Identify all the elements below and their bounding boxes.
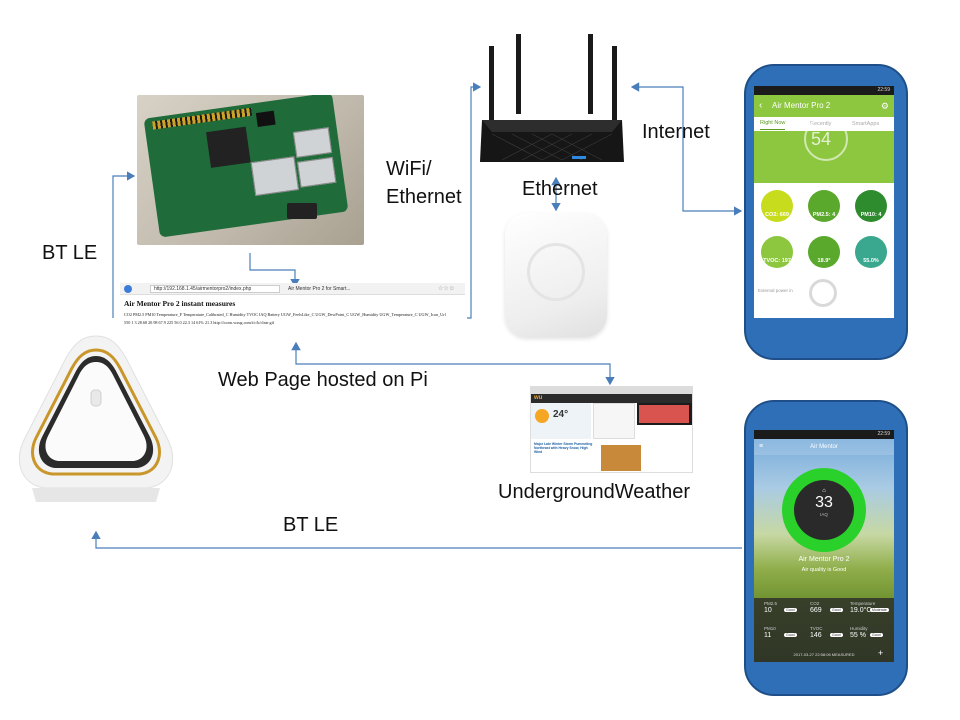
stat-tvoc-badge: Good xyxy=(830,633,843,637)
device-name: Air Mentor Pro 2 xyxy=(798,556,850,563)
url-bar: http://192.168.1.45/airmentorpro2/index.… xyxy=(150,285,280,293)
phone-1-screen: 22:59 ‹ Air Mentor Pro 2 ⚙ Right Now Rec… xyxy=(754,86,894,318)
webpage-title: Air Mentor Pro 2 instant measures xyxy=(124,299,236,308)
arrow-pi-to-webpage xyxy=(249,253,300,288)
wx-temp: 24° xyxy=(553,409,569,420)
tile-pm10[interactable]: PM10: 4 xyxy=(848,184,894,230)
bt-dongle xyxy=(287,203,317,219)
hub-ring xyxy=(527,243,585,301)
stat-pm25-badge: Good xyxy=(784,608,797,612)
label-bt-le-top: BT LE xyxy=(42,242,98,264)
webpage-header-row: CO2 PM2.5 PM10 Temperature_F Temperature… xyxy=(124,312,446,317)
label-bt-le-bottom: BT LE xyxy=(283,514,339,536)
wx-logo: wu xyxy=(534,395,543,401)
stat-tvoc-value: 146 xyxy=(810,632,822,639)
wx-headline: Major Late Winter Storm Pummeling Northe… xyxy=(534,442,593,454)
raspberry-pi-photo xyxy=(137,95,364,245)
phone-2-app-title: Air Mentor xyxy=(810,444,838,450)
air-quality-status: Air quality is Good xyxy=(801,567,847,573)
stat-pm10-badge: Good xyxy=(784,633,797,637)
wx-map xyxy=(601,445,641,471)
phone-2-stats-panel: PM2.5 10 Good CO2 669 Good Temperature 1… xyxy=(754,598,894,662)
label-wifi-ethernet: WiFi/ Ethernet xyxy=(386,158,462,208)
phone-2-appbar: ≡ Air Mentor xyxy=(754,439,894,455)
phone-2-screen: 22:59 ≡ Air Mentor ⌂ 33 IAQ Air Mentor P… xyxy=(754,430,894,662)
label-internet: Internet xyxy=(642,121,710,143)
arrow-phone-to-sensor xyxy=(91,530,742,549)
webpage-value-row: 550 1 3 28.68 20.98 67.9 225 56 0 22.3 1… xyxy=(124,320,275,325)
phone-1-appbar: ‹ Air Mentor Pro 2 ⚙ xyxy=(754,95,894,117)
phone-1-hero-value: 54 xyxy=(811,129,832,149)
arrow-webpage-weather xyxy=(291,341,615,386)
stat-humidity-value: 55 % xyxy=(850,632,866,639)
sun-icon xyxy=(535,409,549,423)
tile-co2[interactable]: CO2: 669 xyxy=(754,184,800,230)
tile-humidity[interactable]: 55.0% xyxy=(848,230,894,276)
gear-icon[interactable]: ⚙ xyxy=(880,101,889,111)
weather-site-screenshot: wu 24° Major Late Winter Storm Pummeling… xyxy=(530,386,693,473)
back-arrow-icon[interactable]: ‹ xyxy=(759,100,763,111)
browser-tab: Air Mentor Pro 2 for Smart... xyxy=(288,286,351,292)
phone-1-app-title: Air Mentor Pro 2 xyxy=(772,101,831,110)
iaq-ring-inner: ⌂ 33 IAQ xyxy=(794,480,854,540)
stat-temp-value: 19.0°C xyxy=(850,607,872,614)
router-image xyxy=(480,34,624,162)
measured-timestamp: 2017-03-27 22:58:06 MEASURED xyxy=(793,652,855,657)
back-icon xyxy=(124,285,132,293)
stat-temp-badge: Moderate xyxy=(870,608,889,612)
external-power-label: External power in xyxy=(758,288,793,293)
browser-toolbar: http://192.168.1.45/airmentorpro2/index.… xyxy=(120,283,465,295)
arrow-router-phone xyxy=(630,82,743,216)
air-mentor-sensor-device xyxy=(18,335,174,502)
arrow-sensor-to-pi xyxy=(112,171,136,318)
stat-pm10-value: 11 xyxy=(764,632,772,639)
arrow-webpage-to-router xyxy=(467,82,482,319)
phone-1-status-bar: 22:59 xyxy=(754,86,894,95)
add-icon[interactable]: + xyxy=(878,648,884,658)
iaq-ring: ⌂ 33 IAQ xyxy=(782,468,866,552)
iaq-value: 33 xyxy=(815,494,833,511)
label-web-page: Web Page hosted on Pi xyxy=(218,369,428,391)
menu-icon[interactable]: ≡ xyxy=(759,443,764,450)
star-icon: ☆☆☺ xyxy=(438,286,455,292)
stat-pm25-value: 10 xyxy=(764,607,772,614)
pi-board xyxy=(143,95,349,238)
tile-tvoc[interactable]: TVOC: 197 xyxy=(754,230,800,276)
refresh-icon[interactable] xyxy=(809,279,837,307)
iaq-label: IAQ xyxy=(820,512,828,517)
tab-smartapps[interactable]: SmartApps xyxy=(852,121,880,127)
phone-2-status-bar: 22:59 xyxy=(754,430,894,439)
tile-temperature[interactable]: 18.9° xyxy=(801,230,847,276)
stat-co2-badge: Good xyxy=(830,608,843,612)
label-ethernet: Ethernet xyxy=(522,178,598,200)
stat-co2-value: 669 xyxy=(810,607,822,614)
stat-humidity-badge: Good xyxy=(870,633,883,637)
label-underground-weather: UndergroundWeather xyxy=(498,481,690,503)
webpage-screenshot: http://192.168.1.45/airmentorpro2/index.… xyxy=(120,283,465,333)
sensor-icon: ⌂ xyxy=(822,488,826,494)
smart-hub-device xyxy=(505,213,607,337)
phone-1-hero: 54 xyxy=(754,117,894,183)
tab-right-now[interactable]: Right Now xyxy=(760,117,786,130)
tile-pm25[interactable]: PM2.5: 4 xyxy=(801,184,847,230)
